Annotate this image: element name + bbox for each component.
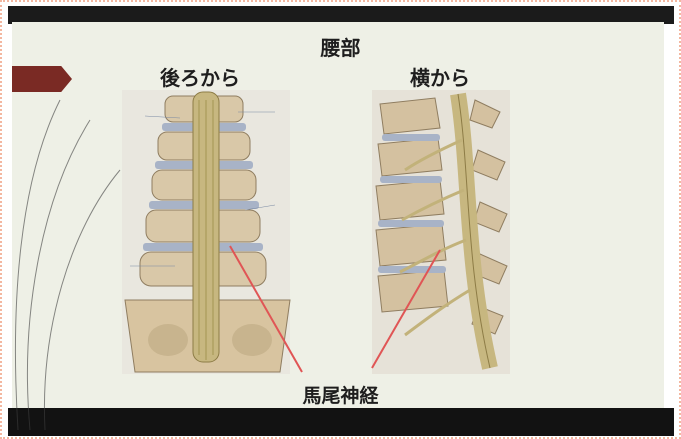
posterior-spine-illustration xyxy=(122,90,290,374)
right-heading: 横から xyxy=(410,62,470,91)
cauda-equina-label: 馬尾神経 xyxy=(0,381,681,408)
slide-title: 腰部 xyxy=(0,32,681,61)
left-heading: 後ろから xyxy=(160,62,240,91)
